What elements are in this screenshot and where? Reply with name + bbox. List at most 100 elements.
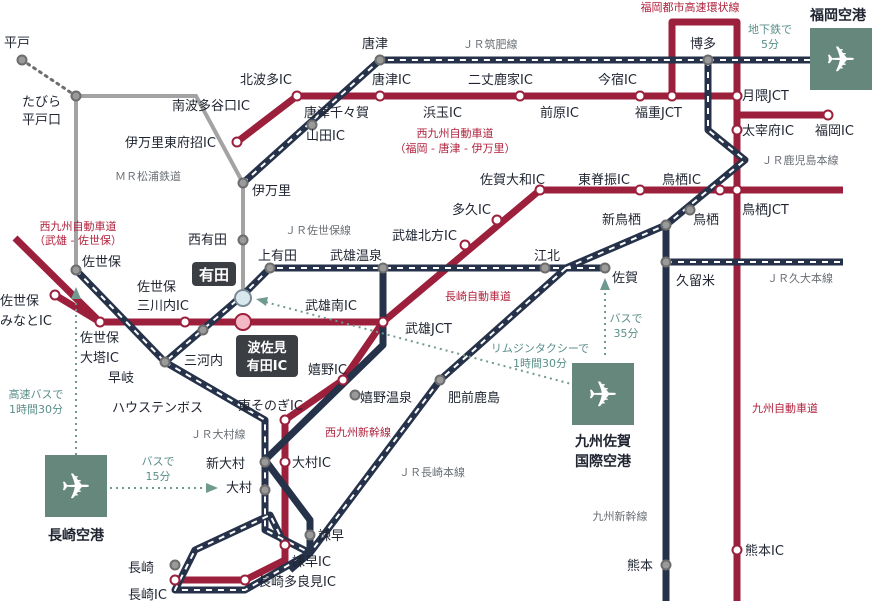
labels-sasebo-otou-2: 大塔IC — [80, 351, 119, 366]
notes-bus-saga-1: バスで — [610, 312, 643, 325]
labels-haiki: 早岐 — [108, 371, 134, 386]
labels-sasebo-otou-1: 佐世保 — [80, 331, 119, 346]
labels-omura: 大村 — [226, 481, 252, 496]
labels-kamiarita: 上有田 — [258, 249, 297, 264]
labels-isahaya: 諫早 — [318, 528, 344, 544]
labels-fukuoka-ic: 福岡IC — [815, 124, 854, 139]
labels-tabira-1: たびら — [22, 95, 61, 110]
arrow-head-arita — [256, 297, 268, 306]
saga-airport: ✈ 九州佐賀 国際空港 — [572, 363, 634, 470]
lines-kyushu-shinkansen: 九州新幹線 — [593, 509, 648, 523]
notes-hwbus-2: 1時間30分 — [9, 403, 63, 416]
hasami-marker — [234, 313, 252, 331]
lines-jr-nagasaki: ＪＲ長崎本線 — [399, 465, 465, 479]
notes-bus-nagasaki-1: バスで — [142, 455, 175, 468]
lines-jr-chikuhi: ＪＲ筑肥線 — [463, 37, 518, 51]
lines-nishikyushu-fukuoka-sub: （福岡 - 唐津 - 伊万里） — [395, 141, 516, 155]
lines-jr-kagoshima: ＪＲ鹿児島本線 — [762, 153, 839, 167]
labels-takeo-minami-ic: 武雄南IC — [305, 298, 357, 314]
labels-imari: 伊万里 — [252, 184, 291, 199]
labels-fukushige-jct: 福重JCT — [635, 105, 682, 121]
labels-takeo-kitagata-ic: 武雄北方IC — [392, 228, 457, 244]
labels-nishiarita: 西有田 — [188, 233, 227, 248]
labels-kohoku: 江北 — [534, 249, 560, 264]
arrow-head-sasebo — [71, 287, 81, 299]
notes-bus-saga-2: 35分 — [614, 327, 639, 340]
arita-badge: 有田 — [192, 262, 236, 286]
arrow-head-saga — [600, 278, 610, 290]
notes-limo-2: 1時間30分 — [513, 357, 567, 370]
labels-omura-ic: 大村IC — [292, 456, 331, 471]
labels-hamatama-ic: 浜玉IC — [423, 106, 462, 121]
labels-huis-ten-bosch: ハウステンボス — [112, 401, 203, 416]
hasami-badge: 波佐見 有田IC — [236, 335, 298, 377]
labels-saga-yamato-ic: 佐賀大和IC — [480, 173, 545, 188]
lines-kyushu-exp: 九州自動車道 — [752, 401, 818, 415]
labels-yamada-ic: 山田IC — [306, 129, 345, 144]
access-notes: 地下鉄で 5分 バスで 35分 リムジンタクシーで 1時間30分 高速バスで 1… — [9, 22, 793, 483]
labels-nijo-ic: 二丈鹿家IC — [468, 72, 533, 88]
labels-tabira-2: 平戸口 — [22, 113, 61, 128]
labels-kumamoto-ic: 熊本IC — [745, 543, 784, 559]
lines-jr-omura: ＪＲ大村線 — [191, 427, 246, 441]
nagasaki-airport: ✈ 長崎空港 — [45, 455, 107, 544]
labels-higashisefuri-ic: 東脊振IC — [578, 172, 630, 188]
labels-takeo-onsen: 武雄温泉 — [330, 248, 382, 264]
lines-nishikyushu-fukuoka: 西九州自動車道 — [417, 126, 494, 140]
arrow-head-omura — [206, 483, 218, 493]
lines-nishikyushu-shinkansen: 西九州新幹線 — [325, 425, 391, 439]
labels-sasebo-mikawachi-1: 佐世保 — [137, 280, 176, 295]
labels-karatsu-chiga: 唐津千々賀 — [304, 105, 369, 121]
labels-imajuku-ic: 今宿IC — [598, 72, 637, 88]
airplane-icon: ✈ — [588, 375, 618, 416]
access-arrows — [75, 280, 606, 489]
labels-dazaifu-ic: 太宰府IC — [742, 123, 794, 139]
labels-sasebo: 佐世保 — [82, 255, 121, 270]
labels-nagasaki-ic: 長崎IC — [128, 588, 167, 603]
badges-hasami-2: 有田IC — [247, 358, 287, 374]
labels-takeo-jct: 武雄JCT — [405, 322, 452, 337]
labels-isahaya-ic: 諫早IC — [292, 554, 331, 570]
lines-ring-road: 福岡都市高速環状線 — [641, 0, 740, 14]
labels-hakata: 博多 — [690, 36, 716, 52]
labels-tosu-jct: 鳥栖JCT — [742, 203, 789, 218]
lines-nishikyushu-takeo-sub: （武雄 - 佐世保） — [34, 233, 122, 247]
sasebo-minato-spur — [53, 291, 102, 326]
notes-subway-2: 5分 — [761, 38, 779, 51]
airplane-icon: ✈ — [826, 40, 856, 81]
labels-karatsu-ic: 唐津IC — [372, 72, 411, 88]
labels-imari-higashi-ic: 伊万里東府招IC — [125, 135, 216, 151]
labels-kitahata-ic: 北波多IC — [240, 72, 292, 88]
labels-shin-omura: 新大村 — [206, 456, 245, 472]
labels-getsukuma-jct: 月隈JCT — [742, 89, 789, 104]
line-names: 福岡都市高速環状線 ＪＲ筑肥線 西九州自動車道 （福岡 - 唐津 - 伊万里） … — [34, 0, 838, 523]
notes-bus-nagasaki-2: 15分 — [146, 470, 171, 483]
arita-marker — [234, 289, 252, 307]
airports-saga-2: 国際空港 — [575, 453, 632, 470]
labels-kumamoto: 熊本 — [627, 558, 653, 574]
station-markers — [16, 54, 834, 586]
labels-hizen-kashima: 肥前鹿島 — [448, 390, 500, 406]
lines-nishikyushu-takeo: 西九州自動車道 — [40, 219, 117, 233]
labels-tosu-ic: 鳥栖IC — [662, 173, 701, 188]
labels-karatsu: 唐津 — [362, 36, 388, 52]
nishikyushu-takeo-road — [12, 235, 103, 325]
labels-saga: 佐賀 — [612, 271, 638, 286]
airplane-icon: ✈ — [61, 467, 91, 508]
notes-subway-1: 地下鉄で — [748, 22, 792, 36]
labels-tosu: 鳥栖 — [693, 213, 719, 228]
labels-ureshino-ic: 嬉野IC — [308, 363, 347, 378]
notes-hwbus-1: 高速バスで — [9, 387, 64, 401]
notes-limo-1: リムジンタクシーで — [491, 342, 589, 355]
airports-saga-1: 九州佐賀 — [574, 433, 631, 450]
badges-hasami-1: 波佐見 — [247, 340, 286, 356]
jr-kagoshima — [564, 60, 749, 272]
lines-jr-kyudai: ＪＲ久大本線 — [767, 271, 833, 285]
labels-takuo-ic: 多久IC — [452, 202, 491, 218]
lines-mr-matsuura: ＭＲ松浦鉄道 — [115, 169, 181, 183]
fukuoka-airport: ✈ 福岡空港 — [809, 7, 872, 90]
labels-sasebo-mikawachi-2: 三川内IC — [137, 298, 189, 314]
labels-sasebo-minato-2: みなとIC — [0, 314, 52, 329]
